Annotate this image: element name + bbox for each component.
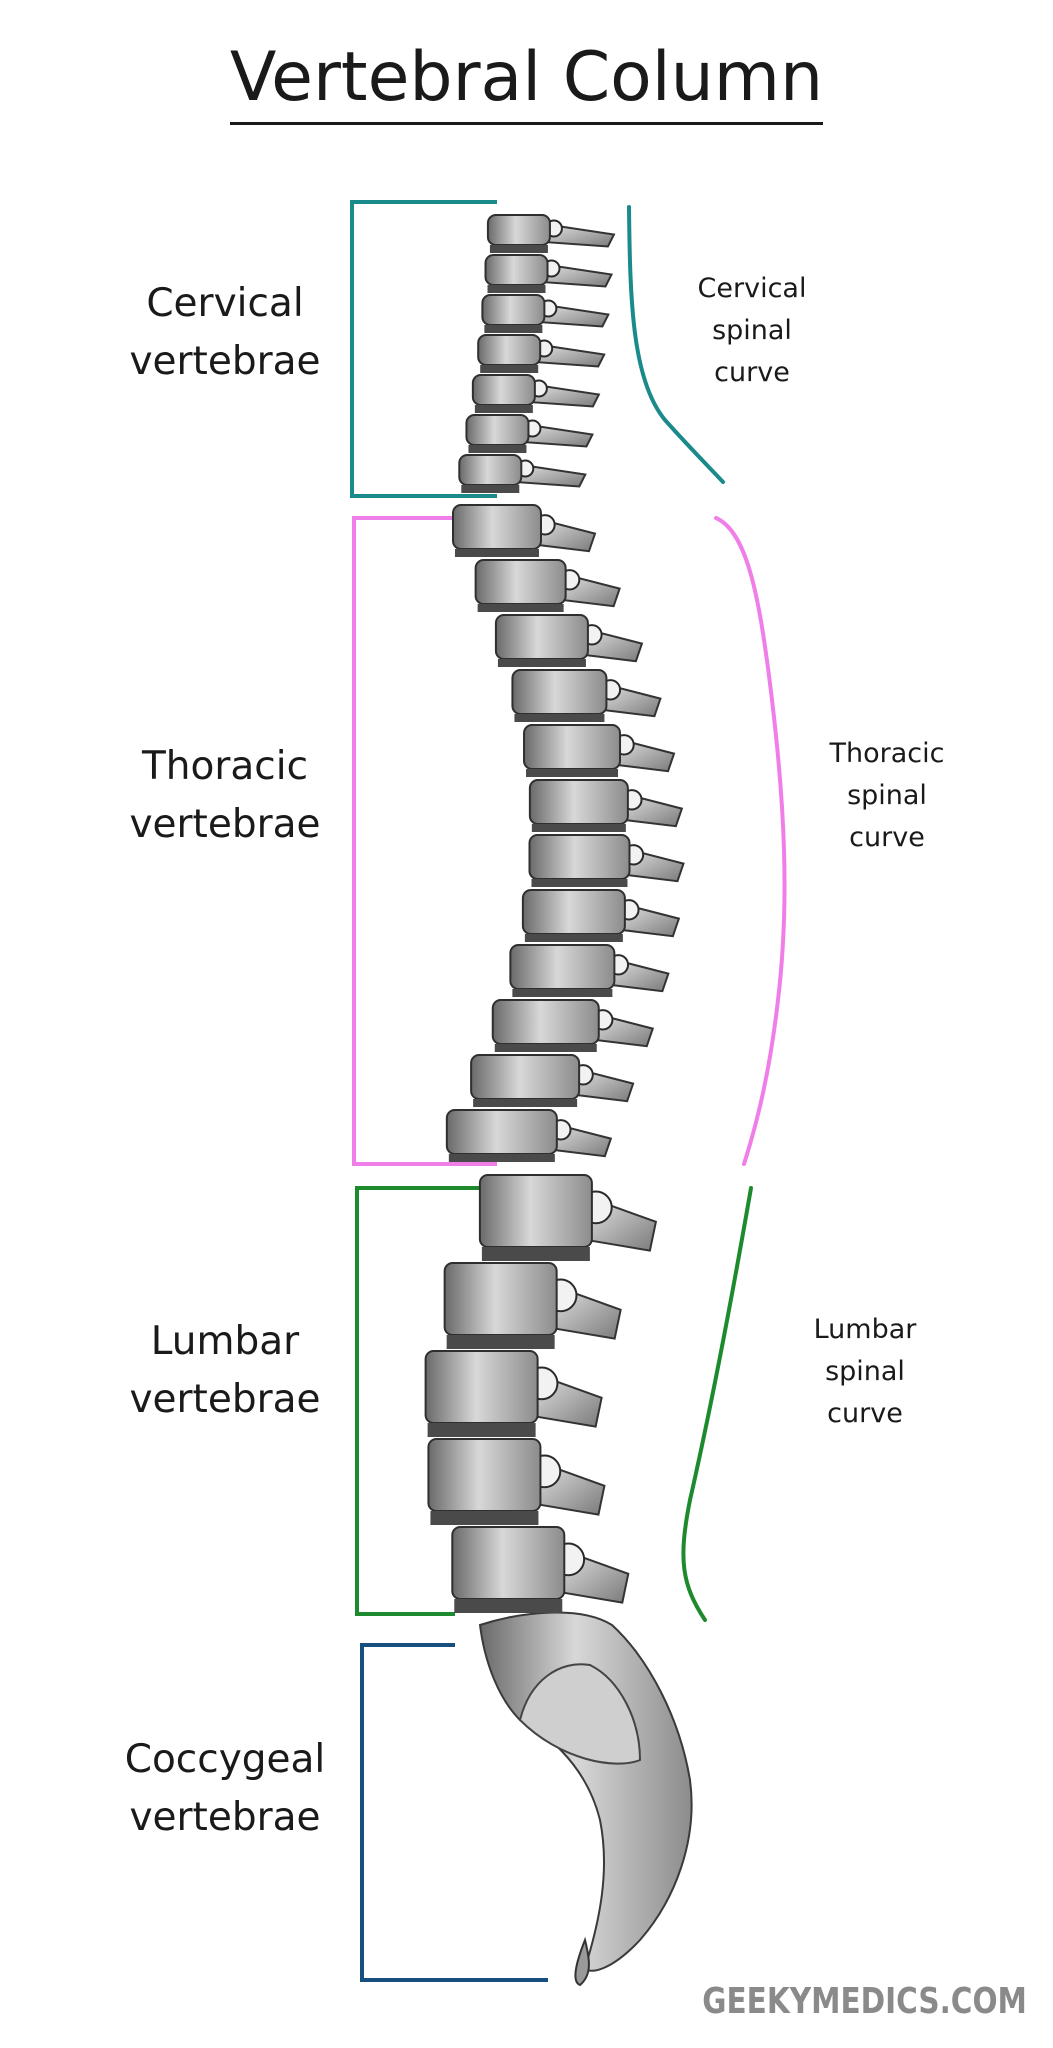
vertebra-lumbar — [427, 1438, 606, 1525]
vertebra-thoracic — [451, 504, 597, 557]
vertebra-thoracic — [511, 669, 662, 722]
lumbar-curve-line — [681, 1186, 753, 1622]
vertebra-lumbar — [478, 1174, 658, 1261]
lumbar-bracket — [355, 1186, 497, 1616]
vertebra-lumbar — [443, 1262, 622, 1349]
vertebra-cervical — [484, 254, 614, 293]
vertebra-thoracic — [521, 889, 681, 942]
vertebra-thoracic — [509, 944, 670, 997]
region-brackets — [350, 200, 548, 1982]
cervical-bracket — [350, 200, 497, 498]
vertebra-thoracic — [528, 834, 685, 887]
diagram-title: Vertebral Column — [0, 44, 1053, 125]
thoracic-bracket — [352, 516, 497, 1166]
vertebra-thoracic — [445, 1109, 613, 1162]
spine-illustration — [478, 1611, 693, 1987]
vertebra-cervical — [471, 374, 601, 413]
vertebra-cervical — [486, 214, 616, 253]
vertebra-lumbar — [451, 1526, 630, 1613]
vertebra-thoracic — [494, 614, 644, 667]
vertebra-cervical — [465, 414, 594, 453]
vertebra-thoracic — [474, 559, 621, 612]
vertebra-thoracic — [491, 999, 655, 1052]
vertebra-thoracic — [470, 1054, 635, 1107]
coccygeal-bracket — [360, 1643, 548, 1982]
vertebra-lumbar — [424, 1350, 603, 1437]
coccyx — [574, 1936, 590, 1987]
vertebra-thoracic — [523, 724, 676, 777]
vertebra-cervical — [481, 294, 610, 333]
watermark-logo: GEEKYMEDICS.COM — [702, 1981, 1027, 2022]
vertebra-cervical — [458, 454, 587, 493]
vertebra-cervical — [477, 334, 606, 373]
vertebrae — [424, 214, 685, 1613]
cervical-curve-line — [627, 205, 725, 484]
vertebra-thoracic — [528, 779, 684, 832]
thoracic-curve-line — [714, 516, 787, 1166]
curve-lines — [627, 205, 787, 1622]
